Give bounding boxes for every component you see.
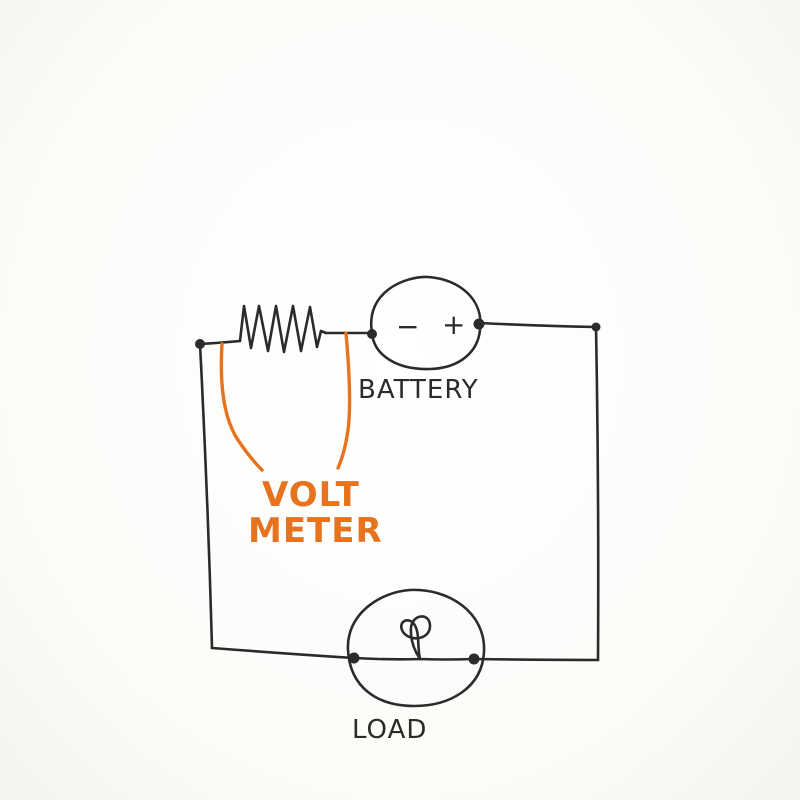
voltmeter-label-line1: VOLT xyxy=(262,475,360,515)
wire-bottom-right xyxy=(472,657,600,662)
node-battery-negative xyxy=(367,329,377,339)
battery-negative-sign: − xyxy=(396,310,419,343)
node-load-left xyxy=(348,652,360,664)
wire-left xyxy=(198,342,214,650)
resistor xyxy=(238,304,328,354)
node-top-left xyxy=(195,339,205,349)
wire-top-left xyxy=(198,339,242,346)
node-battery-positive xyxy=(473,318,485,330)
voltmeter-lead-right xyxy=(336,331,352,470)
node-top-right xyxy=(591,322,601,332)
load-label: LOAD xyxy=(352,715,427,745)
lamp-filament xyxy=(352,615,476,661)
wire-battery-right xyxy=(478,321,598,329)
node-load-right xyxy=(468,653,480,665)
battery-circle xyxy=(369,275,482,371)
wire-bottom-left xyxy=(210,646,356,660)
wire-right xyxy=(594,325,600,662)
load-circle xyxy=(346,588,486,708)
voltmeter-lead-left xyxy=(219,342,264,472)
battery-label: BATTERY xyxy=(358,375,479,405)
battery-positive-sign: + xyxy=(442,308,465,341)
voltmeter-label-line2: METER xyxy=(248,511,383,551)
